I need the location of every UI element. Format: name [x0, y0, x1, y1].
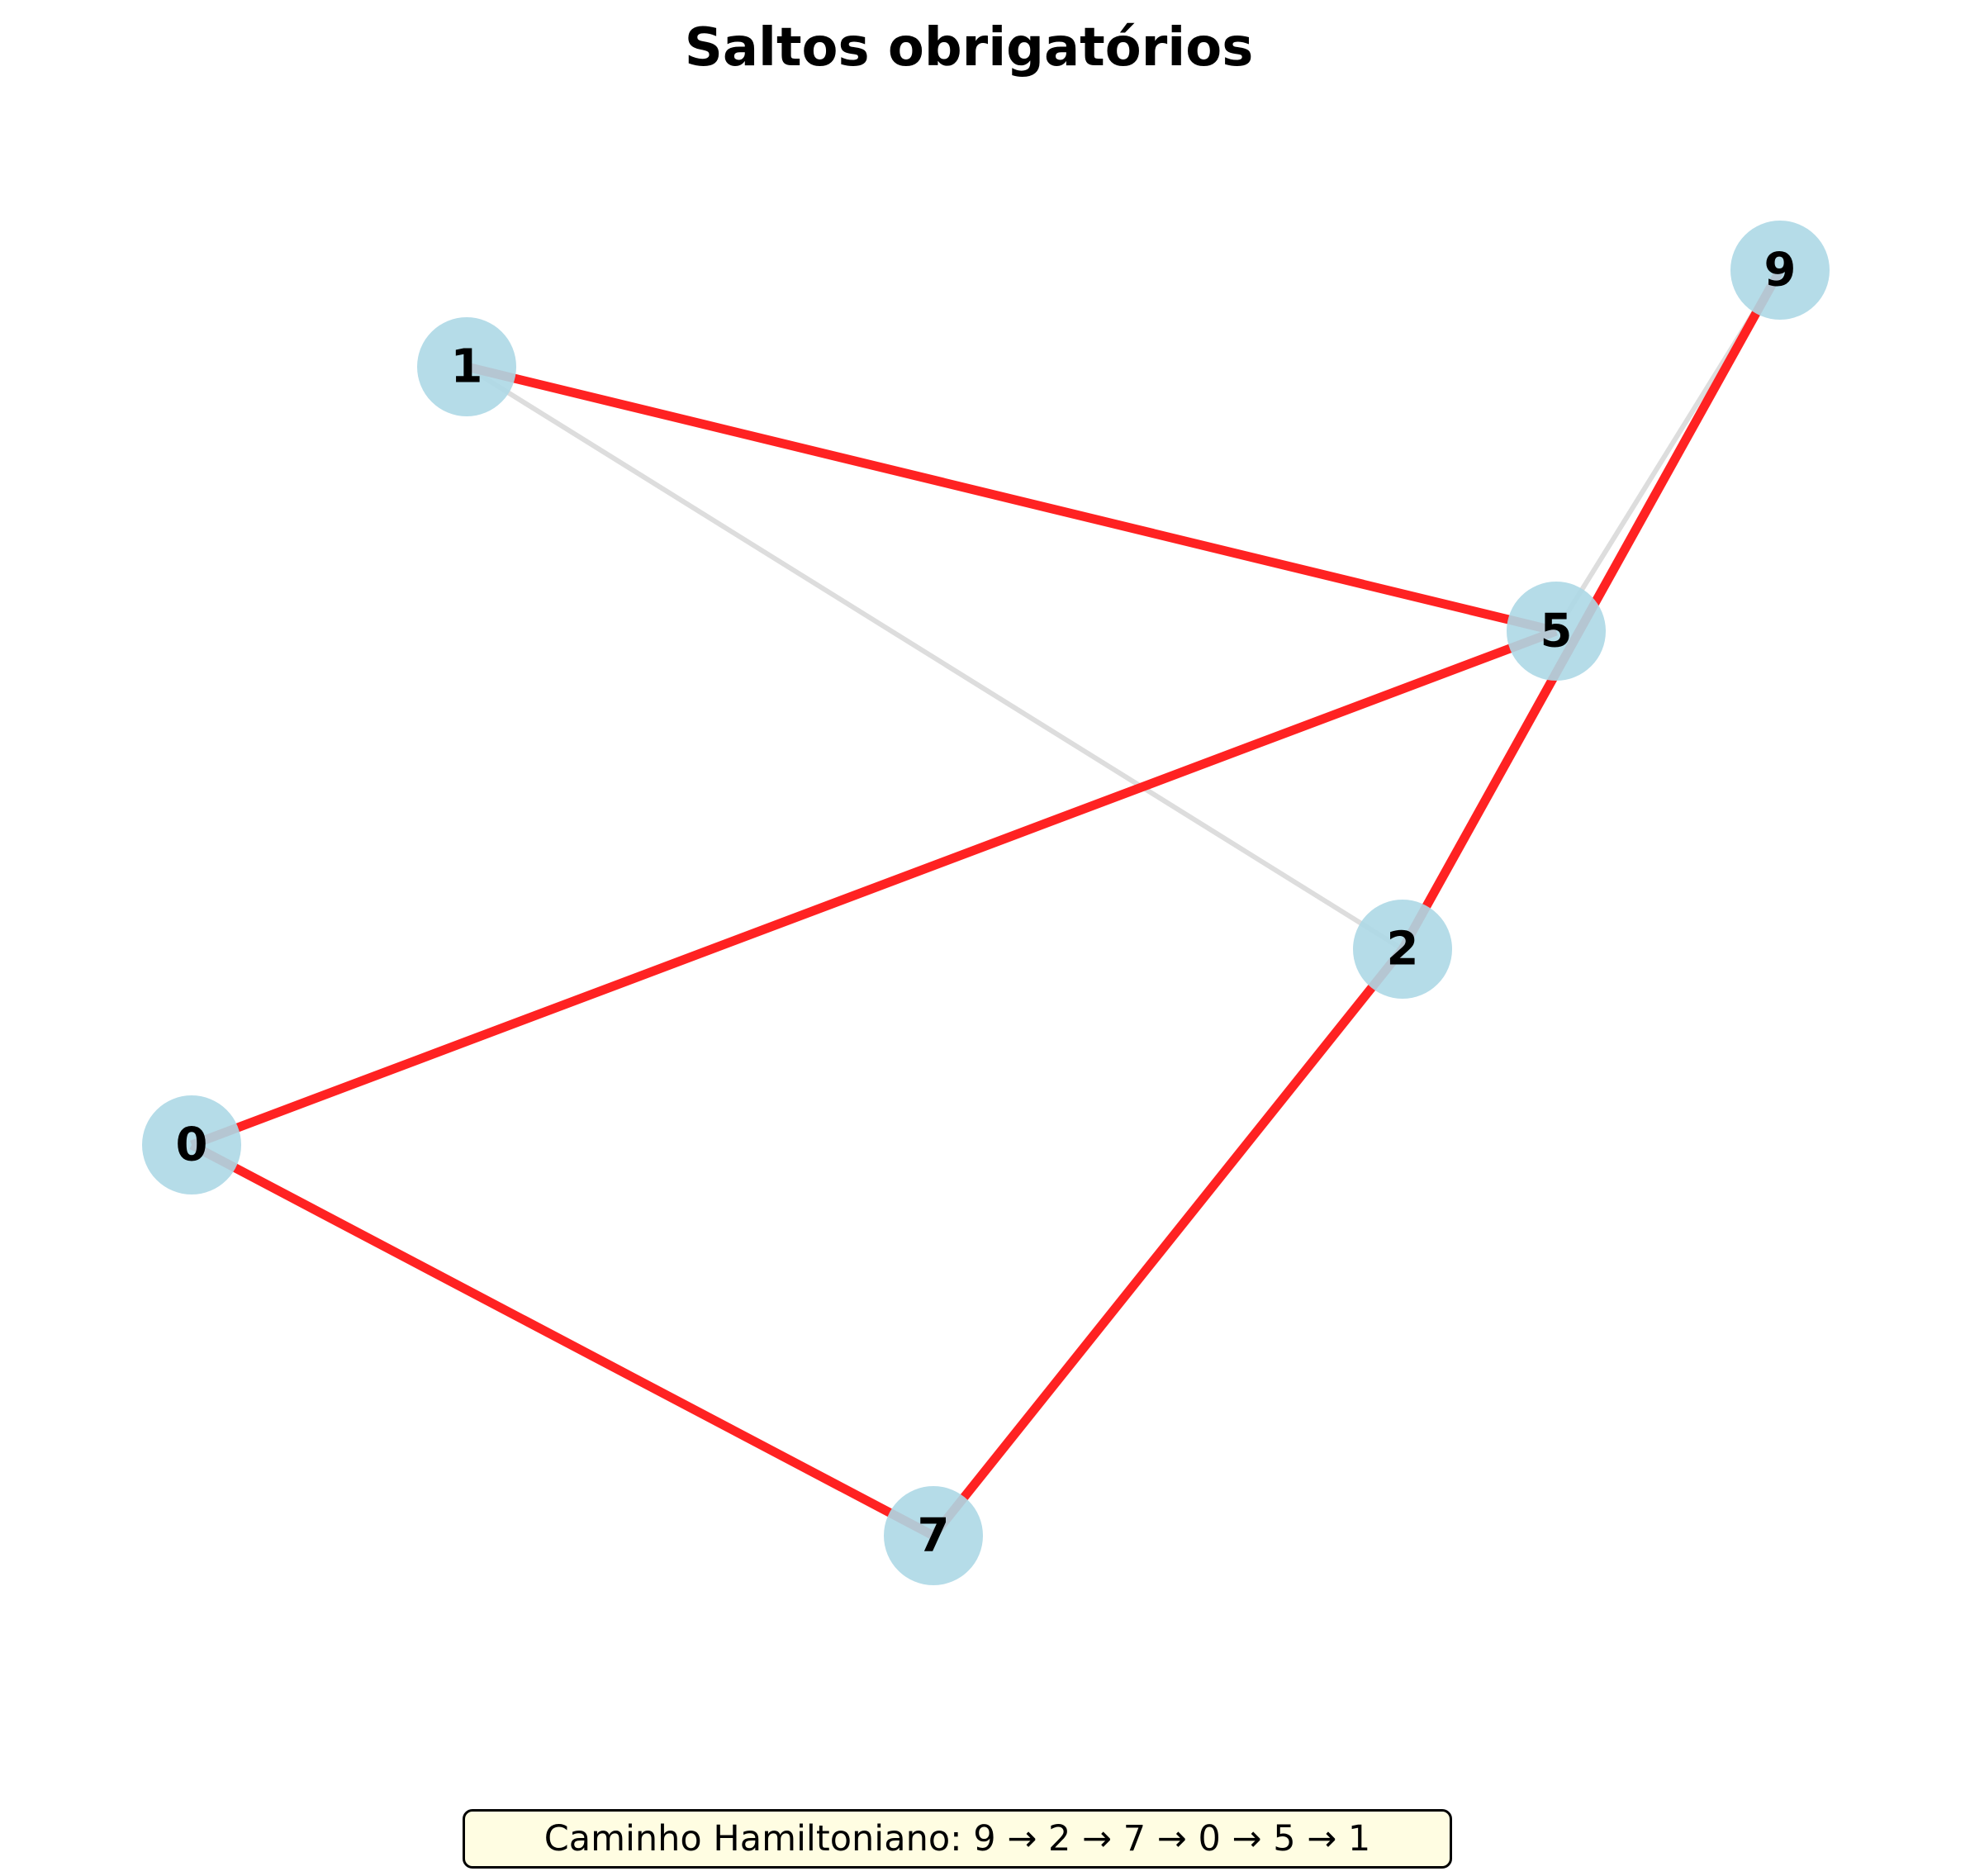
path-edge-0-5 [190, 626, 1558, 1150]
node-label: 2 [1387, 923, 1419, 976]
node-circle [417, 317, 516, 416]
path-edge-2-7 [929, 946, 1407, 1539]
hamiltonian-path-caption: Caminho Hamiltoniano: 9 → 2 → 7 → 0 → 5 … [463, 1809, 1452, 1869]
node-label: 1 [451, 340, 483, 394]
graph-node-9: 9 [1730, 221, 1830, 320]
graph-node-7: 7 [884, 1486, 983, 1585]
node-label: 9 [1764, 244, 1797, 297]
graph-node-1: 1 [417, 317, 516, 416]
diagram-title: Saltos obrigatórios [685, 17, 1254, 78]
node-circle [1507, 582, 1606, 681]
path-edge-0-7 [189, 1141, 936, 1540]
node-circle [1730, 221, 1830, 320]
nodes-layer: 0 1 2 5 7 9 [142, 221, 1830, 1585]
node-circle [142, 1095, 241, 1194]
node-circle [1353, 900, 1452, 999]
path-edge-1-5 [465, 362, 1558, 636]
node-label: 5 [1540, 605, 1573, 658]
node-circle [884, 1486, 983, 1585]
node-label: 7 [918, 1509, 950, 1563]
edges-layer [189, 268, 1784, 1540]
graph-node-0: 0 [142, 1095, 241, 1194]
graph-node-5: 5 [1507, 582, 1606, 681]
node-label: 0 [176, 1118, 208, 1172]
graph-edge-1-2 [465, 364, 1404, 952]
graph-node-2: 2 [1353, 900, 1452, 999]
